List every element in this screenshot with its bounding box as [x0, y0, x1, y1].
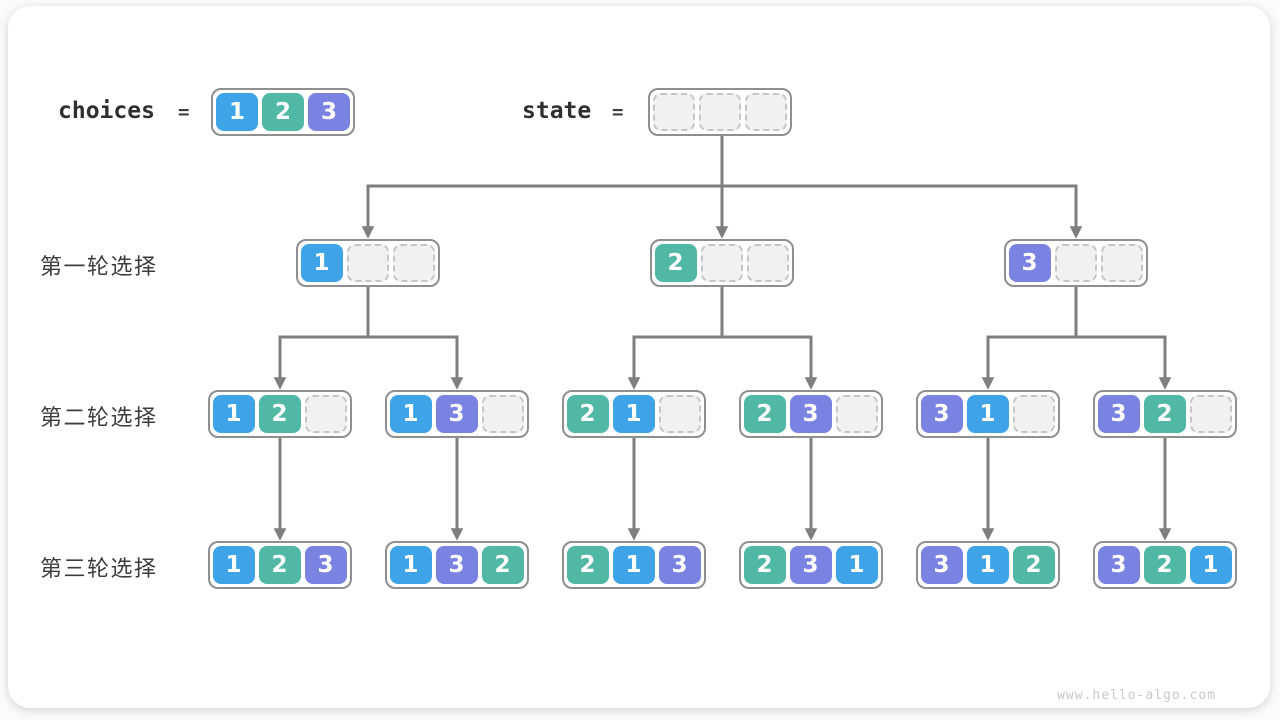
value-cell: 3: [1097, 395, 1140, 433]
value-cell: 1: [389, 395, 432, 433]
value-cell: 3: [435, 546, 478, 584]
empty-cell: [745, 93, 787, 131]
state-box: [648, 88, 792, 136]
value-cell: 1: [966, 395, 1009, 433]
value-cell: 3: [1008, 244, 1051, 282]
value-cell: 2: [743, 395, 786, 433]
value-cell: 3: [920, 395, 963, 433]
empty-cell: [1012, 395, 1055, 433]
value-cell: 1: [389, 546, 432, 584]
value-cell: 2: [258, 395, 301, 433]
choices-label: choices: [58, 98, 155, 124]
value-cell: 1: [300, 244, 343, 282]
state-label: state: [522, 98, 592, 124]
empty-cell: [392, 244, 435, 282]
value-cell: 3: [789, 395, 832, 433]
value-cell: 3: [920, 546, 963, 584]
row-label-round-3: 第三轮选择: [40, 556, 158, 581]
empty-cell: [835, 395, 878, 433]
empty-cell: [1054, 244, 1097, 282]
empty-cell: [1100, 244, 1143, 282]
value-cell: 2: [743, 546, 786, 584]
empty-cell: [346, 244, 389, 282]
value-cell: 1: [612, 546, 655, 584]
value-cell: 2: [566, 395, 609, 433]
value-cell: 1: [1189, 546, 1232, 584]
empty-cell: [653, 93, 695, 131]
tree-node: 1: [295, 239, 440, 287]
state-equals-sign: =: [612, 101, 624, 123]
value-cell: 1: [966, 546, 1009, 584]
value-cell: 2: [566, 546, 609, 584]
value-cell: 1: [835, 546, 878, 584]
value-cell: 3: [1097, 546, 1140, 584]
empty-cell: [481, 395, 524, 433]
watermark: www.hello-algo.com: [1057, 688, 1216, 703]
empty-cell: [699, 93, 741, 131]
tree-node: 3: [1003, 239, 1148, 287]
row-label-round-1: 第一轮选择: [40, 254, 158, 279]
value-cell: 2: [654, 244, 697, 282]
value-cell: 2: [258, 546, 301, 584]
value-cell: 2: [1012, 546, 1055, 584]
value-cell: 1: [612, 395, 655, 433]
row-label-round-2: 第二轮选择: [40, 405, 158, 430]
value-cell: 1: [212, 395, 255, 433]
empty-cell: [700, 244, 743, 282]
tree-node: 2: [649, 239, 794, 287]
value-cell: 3: [658, 546, 701, 584]
value-cell: 2: [1143, 395, 1186, 433]
value-cell: 1: [216, 93, 258, 131]
empty-cell: [658, 395, 701, 433]
value-cell: 2: [262, 93, 304, 131]
value-cell: 2: [481, 546, 524, 584]
value-cell: 1: [212, 546, 255, 584]
value-cell: 3: [435, 395, 478, 433]
value-cell: 2: [1143, 546, 1186, 584]
empty-cell: [746, 244, 789, 282]
empty-cell: [304, 395, 347, 433]
empty-cell: [1189, 395, 1232, 433]
value-cell: 3: [308, 93, 350, 131]
value-cell: 3: [789, 546, 832, 584]
choices-equals-sign: =: [178, 101, 190, 123]
value-cell: 3: [304, 546, 347, 584]
